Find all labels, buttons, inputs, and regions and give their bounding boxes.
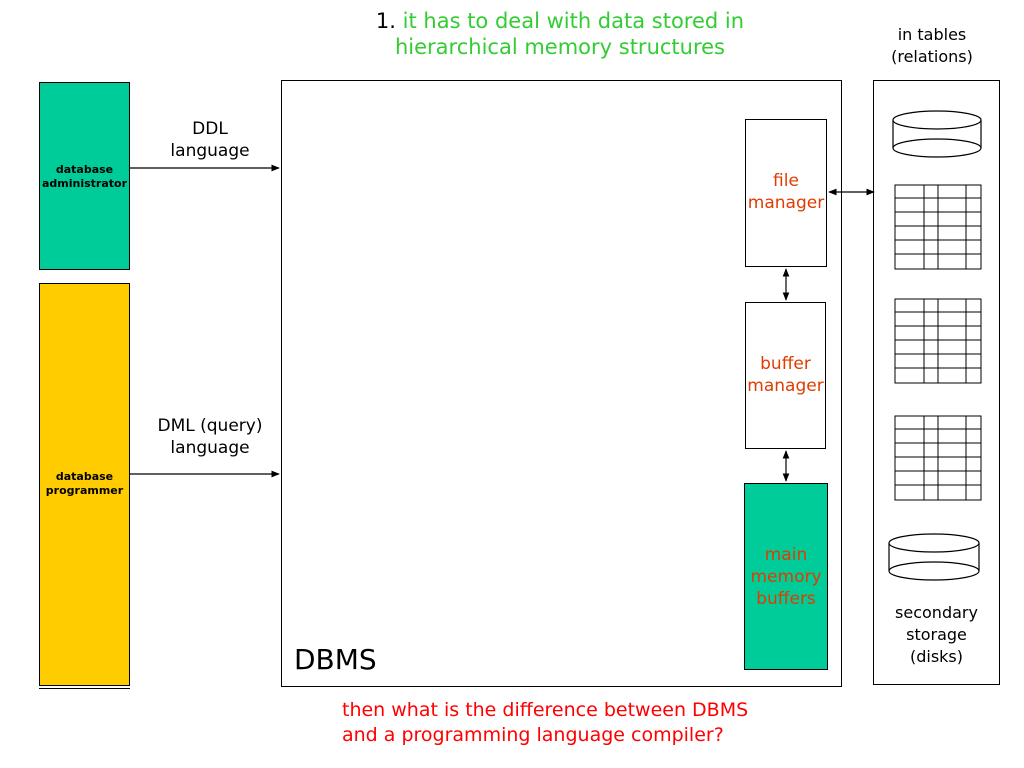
disk-icon-top [892,110,982,158]
header-number: 1. [375,9,396,33]
dml-label-line-2: language [170,438,250,458]
storage-header-line-2: (relations) [891,47,973,66]
buffer-manager-line-1: buffer [760,354,811,374]
storage-header-line-1: in tables [897,25,967,44]
closing-question: then what is the difference between DBMS… [342,698,748,748]
secondary-storage-line-3: (disks) [909,647,964,666]
secondary-storage-line-2: storage [906,625,967,644]
main-memory-label: main memory buffers [745,544,827,610]
role-column-base-line [39,688,130,689]
admin-label-line-1: database [55,163,114,176]
header-title: 1. it has to deal with data stored in hi… [300,8,820,60]
main-memory-line-1: main [764,545,808,565]
main-memory-line-3: buffers [756,589,816,609]
question-line-2: and a programming language compiler? [342,724,724,746]
programmer-label-line-2: programmer [45,484,124,497]
storage-header: in tables (relations) [862,24,1002,68]
ddl-language-label: DDL language [140,118,280,162]
table-icon-1 [894,184,982,270]
dbms-label: DBMS [294,643,377,676]
table-icon-2 [894,298,982,384]
header-line-2: hierarchical memory structures [394,35,725,59]
programmer-label-line-1: database [55,470,114,483]
buffer-manager-label: buffer manager [746,353,825,397]
database-administrator-box: database administrator [39,82,130,270]
table-icon-3 [894,415,982,501]
main-memory-buffers-box: main memory buffers [744,483,828,670]
dml-language-label: DML (query) language [130,415,290,459]
main-memory-line-2: memory [750,567,822,587]
ddl-label-line-1: DDL [192,119,228,139]
dml-label-line-1: DML (query) [157,416,263,436]
admin-label-line-2: administrator [41,177,128,190]
header-text-1: it has to deal with data stored in [402,9,745,33]
programmer-label: database programmer [40,470,129,498]
secondary-storage-line-1: secondary [895,603,978,622]
secondary-storage-container [873,80,1000,685]
secondary-storage-label: secondary storage (disks) [873,602,1000,668]
database-programmer-box: database programmer [39,283,130,686]
file-manager-line-1: file [773,171,799,191]
file-manager-line-2: manager [747,193,825,213]
ddl-label-line-2: language [170,141,250,161]
file-manager-box: file manager [745,119,827,267]
header-line-1: 1. it has to deal with data stored in [300,8,820,34]
buffer-manager-box: buffer manager [745,302,826,449]
buffer-manager-line-2: manager [747,376,824,396]
disk-icon-bottom [888,533,980,581]
admin-label: database administrator [40,163,129,191]
question-line-1: then what is the difference between DBMS [342,699,749,721]
dbms-container [281,80,842,687]
file-manager-label: file manager [746,170,826,214]
